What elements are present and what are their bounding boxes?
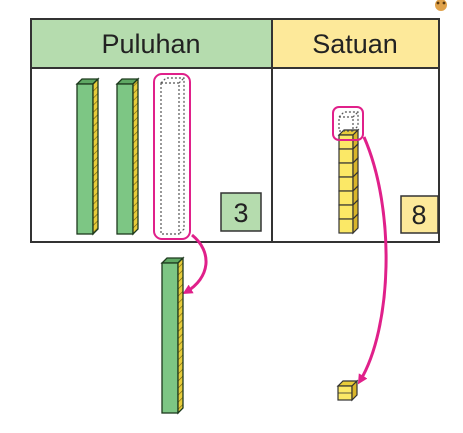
ones-count: 8 (411, 200, 426, 230)
ones-count-box (400, 195, 439, 234)
tens-move-arrow (182, 233, 208, 295)
ones-cube (338, 148, 354, 164)
tens-header-cell (30, 18, 273, 69)
ones-header: Satuan (312, 29, 398, 59)
tens-header: Puluhan (101, 29, 200, 59)
ones-cube (338, 176, 354, 192)
moved-tens-rod-outline (160, 77, 185, 235)
moved-ones-cube-outline (338, 111, 359, 132)
ones-cube (338, 134, 354, 150)
tens-highlight-box (153, 73, 191, 240)
tens-rod (115, 77, 140, 236)
ones-highlight-box (332, 106, 364, 141)
ones-header-cell (271, 18, 440, 69)
ones-cube (338, 190, 354, 206)
tens-rod (75, 77, 100, 236)
mascot-icon (435, 0, 447, 11)
ones-cube-side (352, 212, 359, 235)
moved-tens-rod (160, 256, 185, 415)
moved-ones-cube (336, 379, 359, 402)
ones-cube (338, 218, 354, 234)
ones-cube (338, 204, 354, 220)
ones-cube (338, 162, 354, 178)
tens-count: 3 (233, 198, 248, 228)
ones-cube-stack (337, 128, 360, 235)
ones-move-arrow (357, 136, 388, 385)
tens-count-box (220, 192, 262, 232)
